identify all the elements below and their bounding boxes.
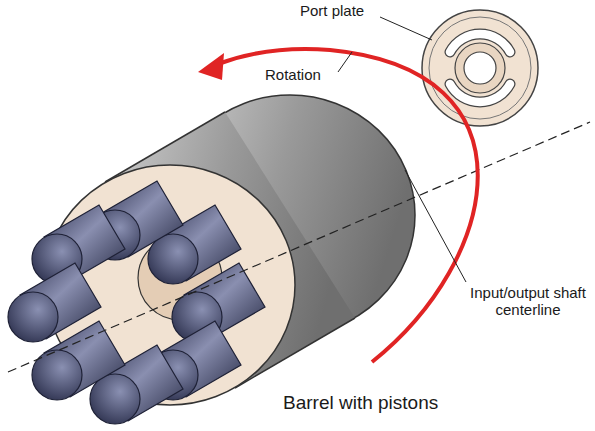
port-plate [422,10,538,126]
leader-lines [338,17,466,282]
part-label: Port plate [300,2,364,19]
motion-label: Rotation [265,66,321,83]
part-label: Barrel with pistons [283,392,438,414]
centerline [8,122,590,372]
barrel [45,95,415,405]
pistons [8,181,265,424]
part-label: Input/output shaft centerline [468,284,588,319]
rotation-arrow [198,49,478,362]
